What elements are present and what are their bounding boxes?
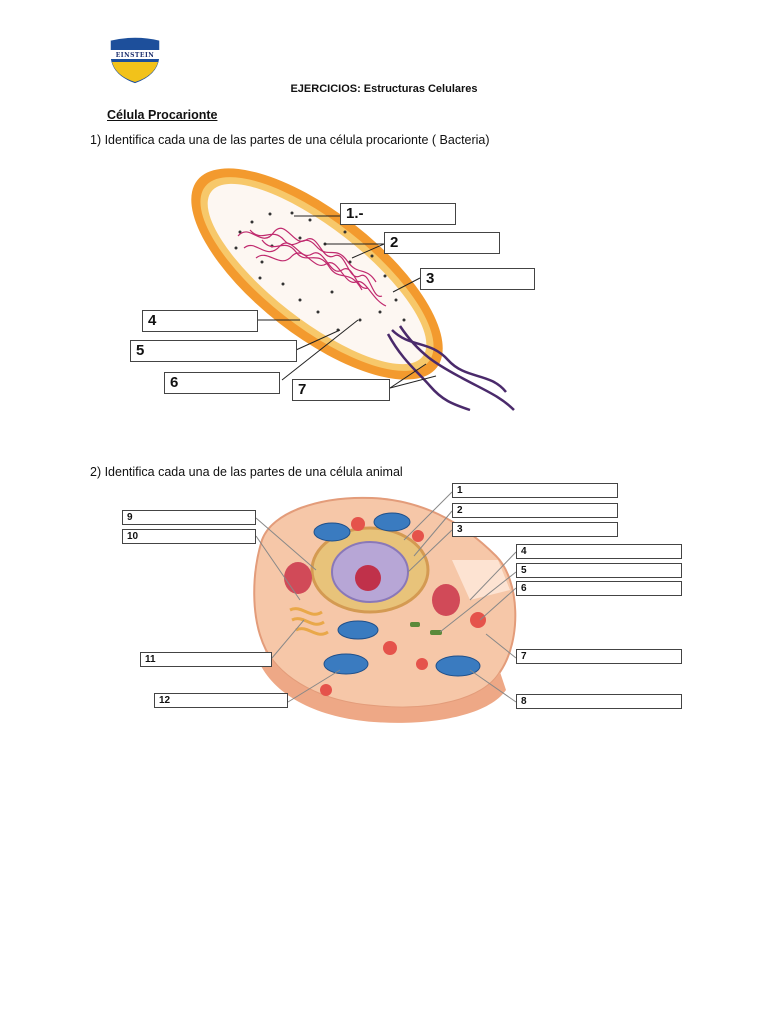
bacteria-flagella (386, 325, 515, 412)
bacteria-dna (237, 227, 387, 307)
smooth-er (289, 607, 329, 636)
bacteria-label-7[interactable]: 7 (292, 379, 390, 401)
document-title: EJERCICIOS: Estructuras Celulares (290, 83, 478, 95)
animal-label-4[interactable]: 4 (516, 544, 682, 559)
animal-label-3[interactable]: 3 (452, 522, 618, 537)
bacteria-label-2[interactable]: 2 (384, 232, 500, 254)
animal-leader-lines (255, 491, 517, 703)
cell-cross-section (260, 650, 506, 723)
bacteria-label-3[interactable]: 3 (420, 268, 535, 290)
animal-label-12[interactable]: 12 (154, 693, 288, 708)
question-1: 1) Identifica cada una de las partes de … (90, 133, 490, 147)
nucleolus (355, 565, 381, 591)
section-heading: Célula Procarionte (107, 108, 218, 122)
golgi-right (432, 584, 460, 616)
animal-label-1[interactable]: 1 (452, 483, 618, 498)
animal-label-8[interactable]: 8 (516, 694, 682, 709)
bacteria-label-4[interactable]: 4 (142, 310, 258, 332)
animal-label-2[interactable]: 2 (452, 503, 618, 518)
animal-label-11[interactable]: 11 (140, 652, 272, 667)
animal-label-6[interactable]: 6 (516, 581, 682, 596)
animal-label-7[interactable]: 7 (516, 649, 682, 664)
bacteria-label-6[interactable]: 6 (164, 372, 280, 394)
bacteria-label-5[interactable]: 5 (130, 340, 297, 362)
logo-text: EINSTEIN (115, 52, 155, 59)
centrioles (410, 622, 442, 635)
lysosomes (320, 517, 486, 696)
bacteria-cytoplasm (207, 183, 427, 365)
golgi-left (284, 562, 312, 594)
school-logo: EINSTEIN (106, 36, 164, 86)
animal-label-10[interactable]: 10 (122, 529, 256, 544)
bacteria-label-1[interactable]: 1.- (340, 203, 456, 225)
animal-label-5[interactable]: 5 (516, 563, 682, 578)
bacteria-leader-lines (258, 215, 437, 389)
cell-cutaway (452, 560, 510, 600)
question-2: 2) Identifica cada una de las partes de … (90, 465, 403, 479)
shield-icon (109, 36, 161, 85)
mitochondria (313, 512, 481, 677)
animal-label-9[interactable]: 9 (122, 510, 256, 525)
